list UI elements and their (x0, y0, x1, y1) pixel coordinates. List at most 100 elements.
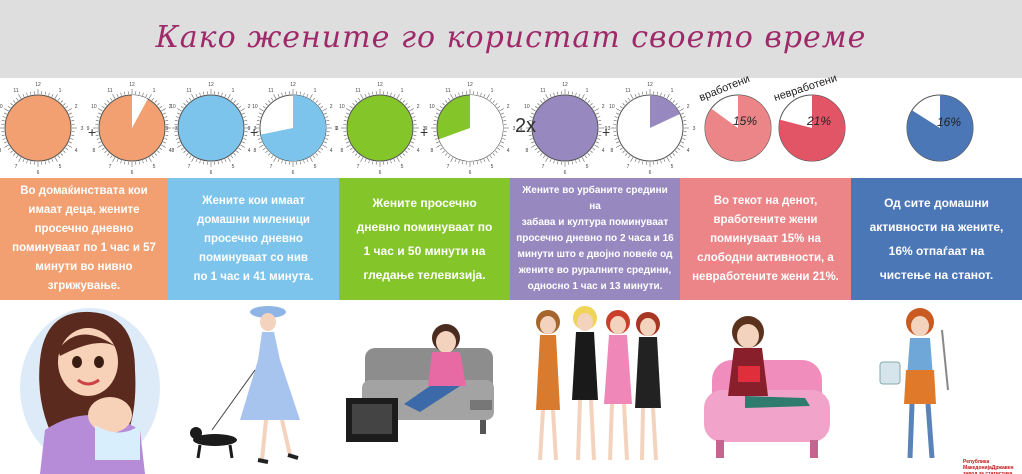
clock-orange-full-tick (65, 147, 69, 150)
clock-culture-tick (638, 160, 640, 164)
clock-pets-hour-label: 9 (248, 126, 251, 132)
clock-pets-tick (259, 108, 264, 112)
clock-orange-full-tick (57, 155, 60, 159)
clock-purple-full-hour-label: 11 (540, 88, 545, 94)
plus-operator-2: + (250, 124, 259, 140)
clock-culture-tick (680, 112, 684, 115)
clock-blue-full-tick (230, 155, 233, 159)
clock-orange-full-hour-label: 4 (75, 148, 78, 154)
clock-green-full-tick (390, 160, 392, 164)
clock-blue-full-tick (177, 141, 181, 144)
clock-child-care-tick (98, 144, 103, 148)
clock-green-full-tick (402, 153, 405, 156)
clock-child-care-tick (116, 94, 119, 98)
clock-culture-tick (619, 147, 623, 150)
clock-child-care-tick (151, 97, 154, 101)
clock-pets-tick (257, 116, 261, 118)
clock-purple-full-tick (587, 153, 590, 156)
illustrations-row (0, 300, 1022, 474)
clock-child-care-tick (162, 141, 166, 144)
clock-purple-full-tick (543, 155, 546, 159)
clock-green-full-tick (399, 155, 402, 159)
clock-child-care-tick (107, 100, 110, 103)
clock-culture-hour-label: 4 (687, 148, 690, 154)
clock-purple-full-tick (584, 97, 587, 101)
clock-tv-tick (454, 158, 457, 162)
plus-operator-1: + (88, 124, 97, 140)
clock-pets-tick (285, 91, 287, 95)
clock-green-full-tick (344, 138, 348, 140)
clock-culture-tick (677, 147, 681, 150)
clock-tv-tick (433, 120, 437, 122)
clock-green-full-tick (349, 106, 353, 109)
clock-purple-full-tick (595, 112, 599, 115)
clock-graphics: 1212345678910111212345678910111212345678… (0, 82, 974, 174)
clock-orange-full-tick (51, 158, 54, 162)
clock-tv-tick (489, 97, 492, 101)
clock-green-full-face (346, 94, 414, 162)
group-of-women-illustration (536, 306, 661, 461)
clock-green-full-tick (396, 157, 400, 162)
clock-pets-tick (309, 157, 313, 162)
clock-blue-full-hour-label: 10 (170, 104, 176, 110)
clock-child-care-tick (145, 94, 148, 98)
clock-orange-full-hour-label: 2 (75, 104, 78, 110)
clock-pets-hour-label: 7 (270, 164, 273, 170)
clock-culture-tick (622, 150, 625, 153)
clock-culture-tick (675, 103, 678, 106)
text-line: имаат деца, жените (28, 204, 140, 216)
clock-child-care-tick (164, 138, 168, 140)
clock-pets-tick (259, 112, 263, 115)
clock-orange-full-tick (71, 134, 75, 136)
clock-child-care-wedge (132, 95, 148, 128)
clock-purple-full-hour-label: 4 (602, 148, 605, 154)
clock-child-care-tick (145, 158, 148, 162)
clock-purple-full-tick (531, 112, 535, 115)
clock-tv-tick (499, 108, 504, 112)
clock-tv-tick (462, 161, 464, 165)
clock-blue-full-tick (233, 100, 236, 103)
clock-culture-tick (666, 157, 670, 162)
clock-orange-full-tick (70, 116, 74, 118)
clock-child-care-tick (120, 160, 122, 164)
clock-blue-full-tick (180, 147, 184, 150)
clock-culture-tick (660, 92, 662, 96)
clock-green-full-hour-label: 7 (357, 164, 360, 170)
clock-green-full-tick (358, 155, 361, 159)
clock-child-care-tick (161, 144, 166, 148)
clock-blue-full-tick (199, 92, 201, 96)
clock-blue-full-tick (224, 158, 227, 162)
clock-culture-tick (677, 106, 681, 109)
clock-orange-full-tick (13, 100, 16, 103)
clock-child-care-tick (104, 103, 107, 106)
clock-purple-full-tick (575, 92, 577, 96)
clock-tv-hour-label: 6 (469, 170, 472, 174)
clock-blue-full-tick (191, 157, 195, 162)
clock-tv-tick (495, 103, 498, 106)
clock-green-full-tick (407, 106, 411, 109)
clock-pets-tick (320, 147, 324, 150)
text-line: поминуваат 15% на (710, 232, 821, 245)
clock-child-care-tick (96, 138, 100, 140)
clock-child-care-tick (138, 91, 140, 95)
clock-green-full-tick (346, 141, 350, 144)
clock-purple-full-tick (575, 160, 577, 164)
clock-tv-tick (436, 144, 441, 148)
clock-culture-tick (613, 134, 617, 136)
text-line: по 1 час и 41 минута. (193, 270, 314, 283)
clock-tv-tick (439, 147, 443, 150)
clock-culture-tick (656, 91, 658, 95)
clock-purple-full-tick (584, 155, 587, 159)
clock-blue-full-tick (217, 91, 219, 95)
clock-purple-full-tick (590, 150, 593, 153)
clock-orange-full-tick (70, 138, 74, 140)
clock-pets-tick (256, 134, 260, 136)
clock-blue-full-tick (238, 147, 242, 150)
clock-tv-tick (503, 120, 507, 122)
clock-blue-full-tick (199, 160, 201, 164)
clock-purple-full-tick (597, 116, 601, 118)
clock-purple-full-tick (557, 161, 559, 165)
clock-purple-full-tick (549, 94, 552, 98)
